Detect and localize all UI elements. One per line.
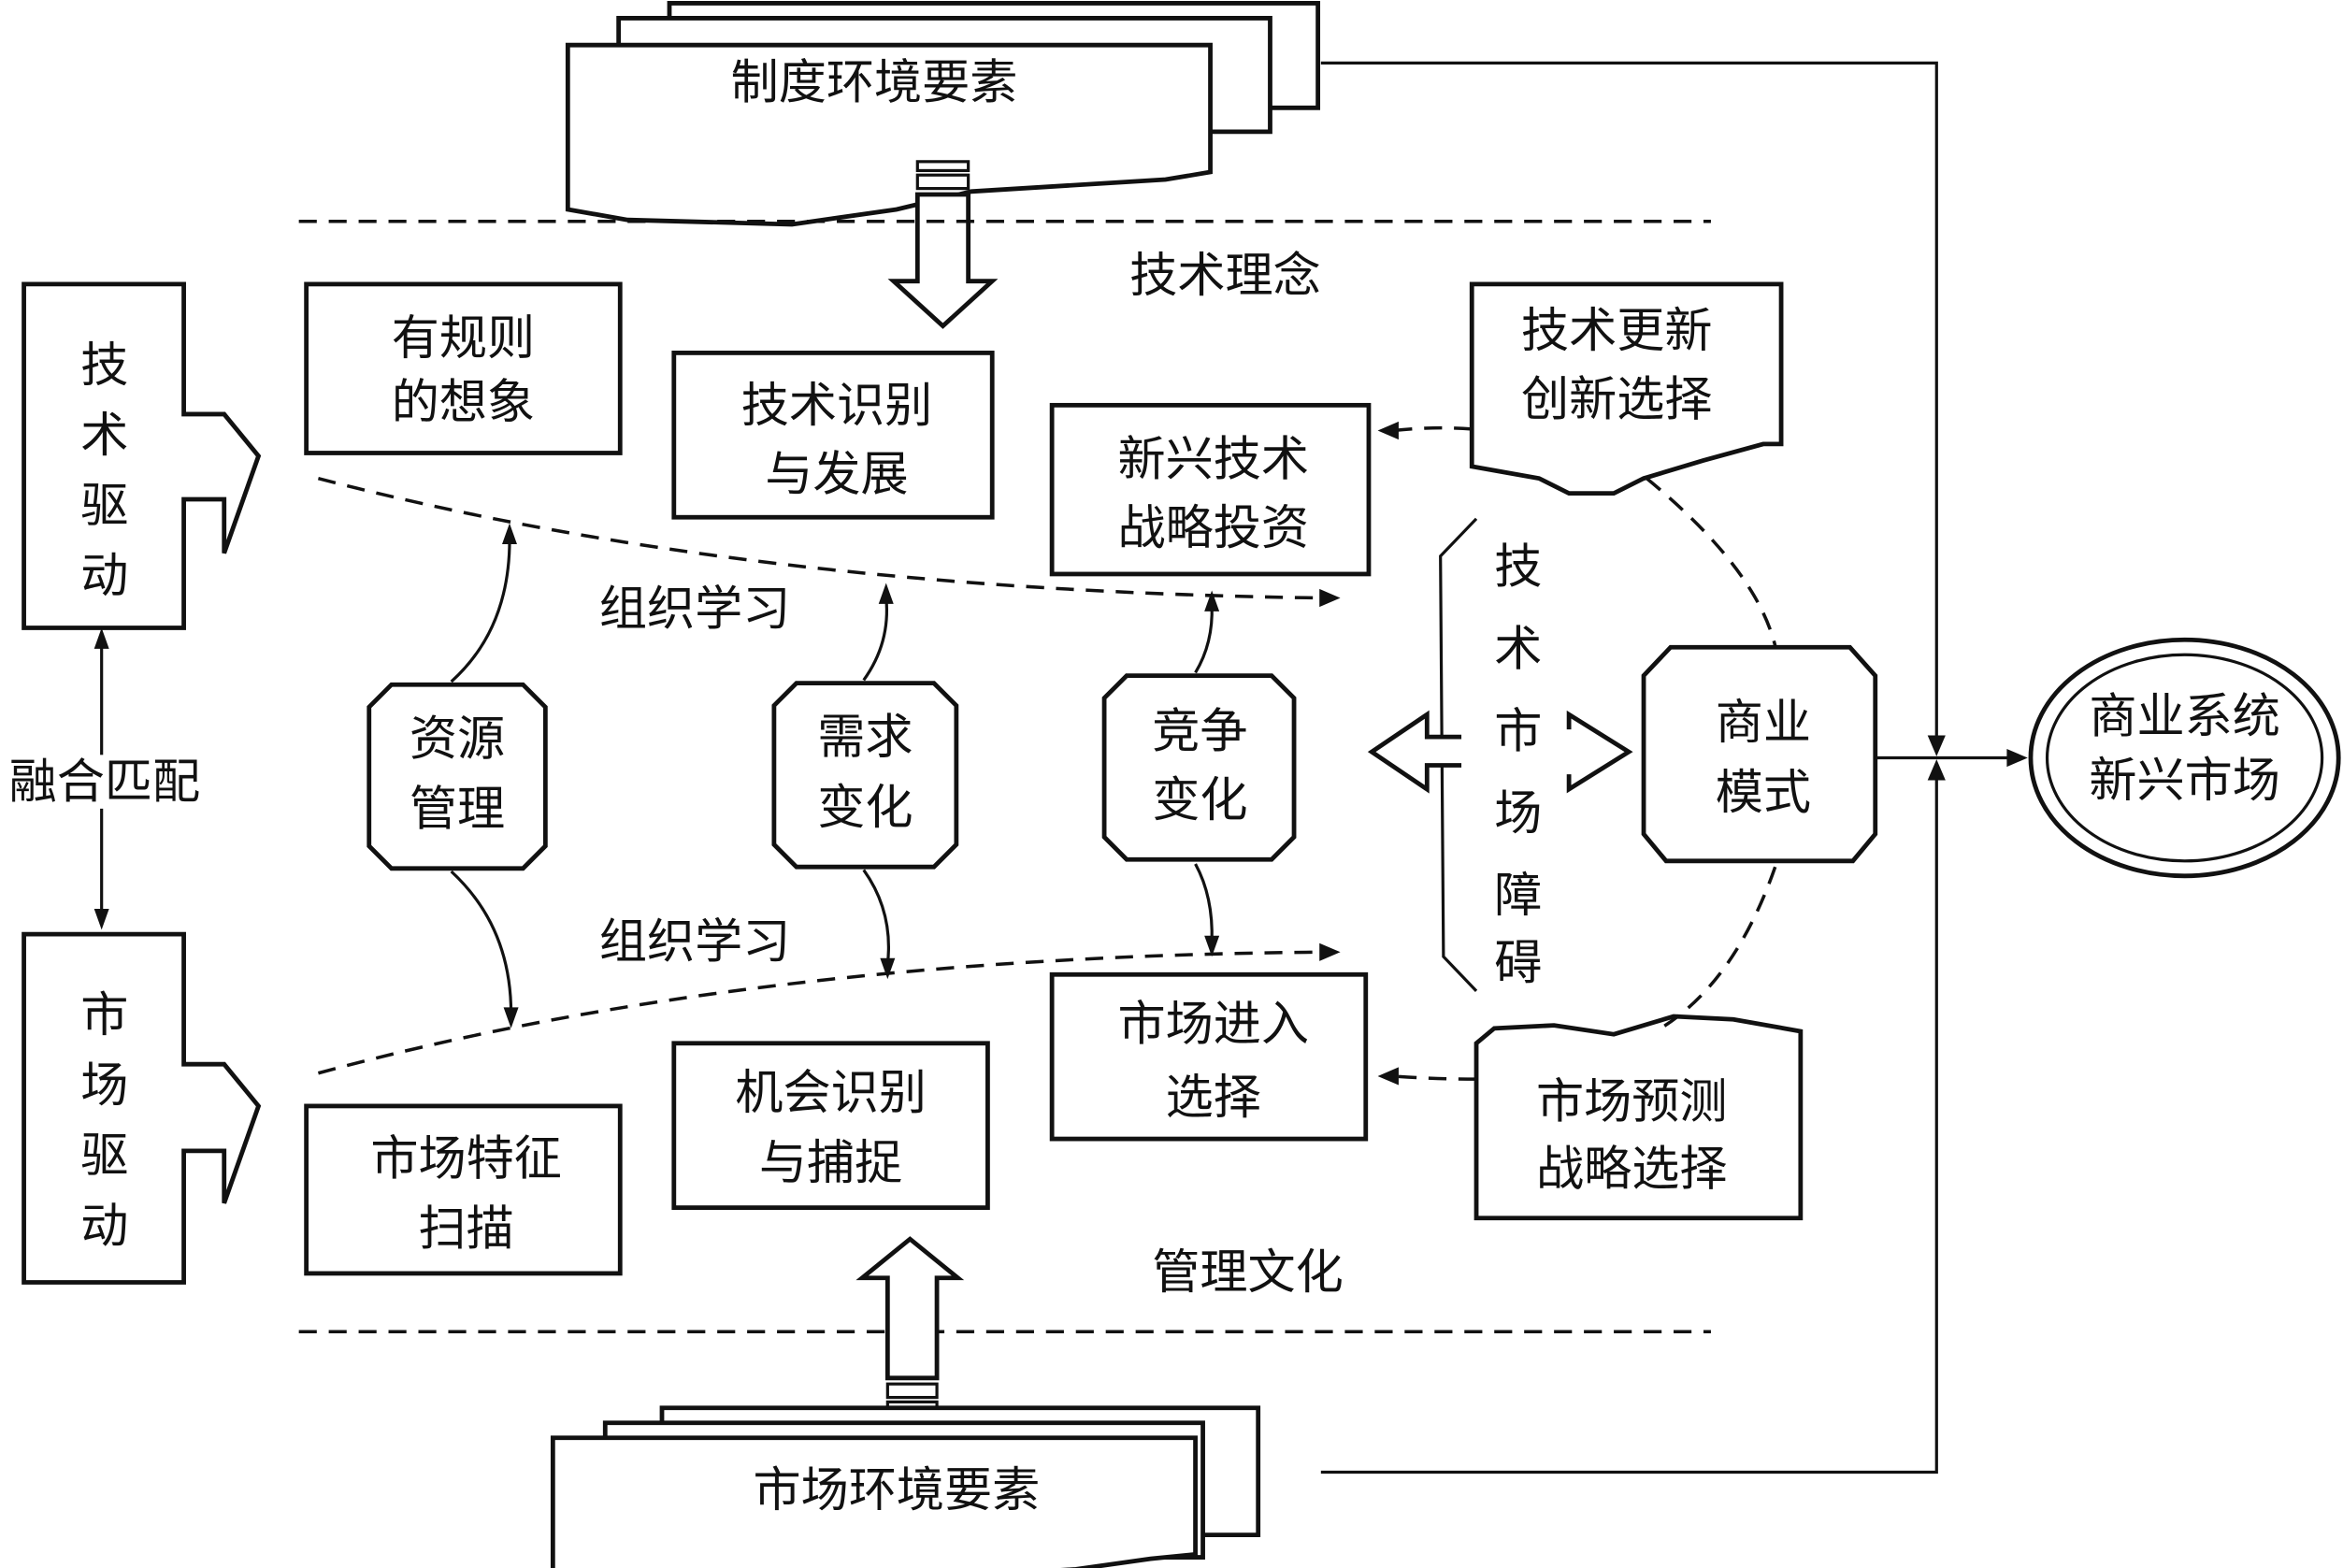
octagon-connectors <box>450 523 1220 1029</box>
svg-text:有规则: 有规则 <box>392 311 535 367</box>
svg-text:驱: 驱 <box>80 479 128 534</box>
svg-text:机会识别: 机会识别 <box>735 1066 927 1121</box>
tech-identification-box: 技术识别 与发展 <box>671 351 995 520</box>
svg-text:技术更新: 技术更新 <box>1521 304 1713 359</box>
svg-text:需求: 需求 <box>817 711 913 766</box>
svg-text:技术识别: 技术识别 <box>741 379 933 434</box>
opportunity-capture-box: 机会识别 与捕捉 <box>671 1041 990 1210</box>
market-scan-box: 市场特征 扫描 <box>304 1103 623 1276</box>
svg-text:场: 场 <box>80 1058 128 1114</box>
svg-text:商业系统: 商业系统 <box>2089 689 2280 744</box>
svg-text:技: 技 <box>1494 540 1542 596</box>
svg-text:变化: 变化 <box>1152 773 1247 828</box>
competition-change-octagon: 竞争 变化 <box>1101 673 1297 862</box>
tech-market-barrier: 技 术 市 场 障 碍 <box>1367 517 1633 992</box>
market-driver: 市 场 驱 动 <box>22 931 262 1285</box>
management-culture-label: 管理文化 <box>1152 1245 1344 1301</box>
market-environment-stack: 市场环境要素 <box>550 1405 1261 1568</box>
demand-change-octagon: 需求 变化 <box>771 681 959 870</box>
output-connectors <box>1320 61 2028 1474</box>
resource-management-octagon: 资源 管理 <box>367 682 548 871</box>
svg-text:变化: 变化 <box>817 781 913 836</box>
svg-text:动: 动 <box>80 549 128 604</box>
svg-text:市: 市 <box>80 988 128 1043</box>
svg-text:资源: 资源 <box>410 712 505 767</box>
svg-text:场: 场 <box>1494 786 1542 842</box>
svg-text:战略投资: 战略投资 <box>1117 501 1309 556</box>
lower-learning-flow <box>317 950 1323 1075</box>
svg-text:新兴技术: 新兴技术 <box>1117 432 1309 487</box>
svg-text:模式: 模式 <box>1716 766 1811 821</box>
tech-driver: 技 术 驱 动 <box>22 281 262 630</box>
upper-learning-label: 组织学习 <box>599 582 791 637</box>
svg-text:商业: 商业 <box>1716 696 1811 751</box>
svg-text:术: 术 <box>1494 622 1542 677</box>
svg-text:与捕捉: 与捕捉 <box>759 1136 902 1191</box>
svg-text:市场预测: 市场预测 <box>1536 1075 1728 1130</box>
svg-text:战略选择: 战略选择 <box>1536 1143 1728 1198</box>
svg-text:术: 术 <box>80 409 128 464</box>
emerging-tech-investment-box: 新兴技术 战略投资 <box>1049 402 1372 577</box>
market-entry-box: 市场进入 选择 <box>1049 971 1369 1142</box>
tech-concept-label: 技术理念 <box>1129 249 1321 304</box>
rule-imagination-box: 有规则 的想象 <box>304 281 623 455</box>
institutional-environment-label: 制度环境要素 <box>731 56 1018 111</box>
market-forecast-box: 市场预测 战略选择 <box>1473 1014 1804 1221</box>
svg-text:扫描: 扫描 <box>419 1202 514 1258</box>
svg-text:新兴市场: 新兴市场 <box>2089 754 2280 809</box>
fusion-match-connector: 融合匹配 <box>0 627 217 930</box>
svg-text:市: 市 <box>1494 704 1542 759</box>
institutional-environment-stack: 制度环境要素 <box>565 1 1321 227</box>
svg-text:动: 动 <box>80 1199 128 1254</box>
up-block-arrow <box>855 1236 965 1411</box>
lower-learning-label: 组织学习 <box>599 915 791 971</box>
svg-text:市场进入: 市场进入 <box>1117 998 1309 1053</box>
down-block-arrow <box>887 160 999 329</box>
svg-text:驱: 驱 <box>80 1129 128 1184</box>
business-system-target: 商业系统 新兴市场 <box>2028 637 2341 879</box>
svg-text:碍: 碍 <box>1494 936 1542 991</box>
svg-text:创新选择: 创新选择 <box>1521 373 1713 428</box>
svg-text:障: 障 <box>1494 869 1542 924</box>
market-environment-label: 市场环境要素 <box>754 1463 1041 1518</box>
tech-update-box: 技术更新 创新选择 <box>1469 281 1784 496</box>
svg-text:竞争: 竞争 <box>1152 704 1247 759</box>
fusion-match-label: 融合匹配 <box>9 755 201 811</box>
upper-learning-flow <box>317 476 1323 600</box>
svg-text:选择: 选择 <box>1166 1071 1261 1126</box>
business-model-octagon: 商业 模式 <box>1641 644 1878 864</box>
svg-text:管理: 管理 <box>410 782 505 837</box>
svg-text:的想象: 的想象 <box>392 376 535 431</box>
svg-text:市场特征: 市场特征 <box>370 1131 562 1187</box>
svg-text:技: 技 <box>80 338 128 394</box>
svg-text:与发展: 与发展 <box>765 447 908 502</box>
